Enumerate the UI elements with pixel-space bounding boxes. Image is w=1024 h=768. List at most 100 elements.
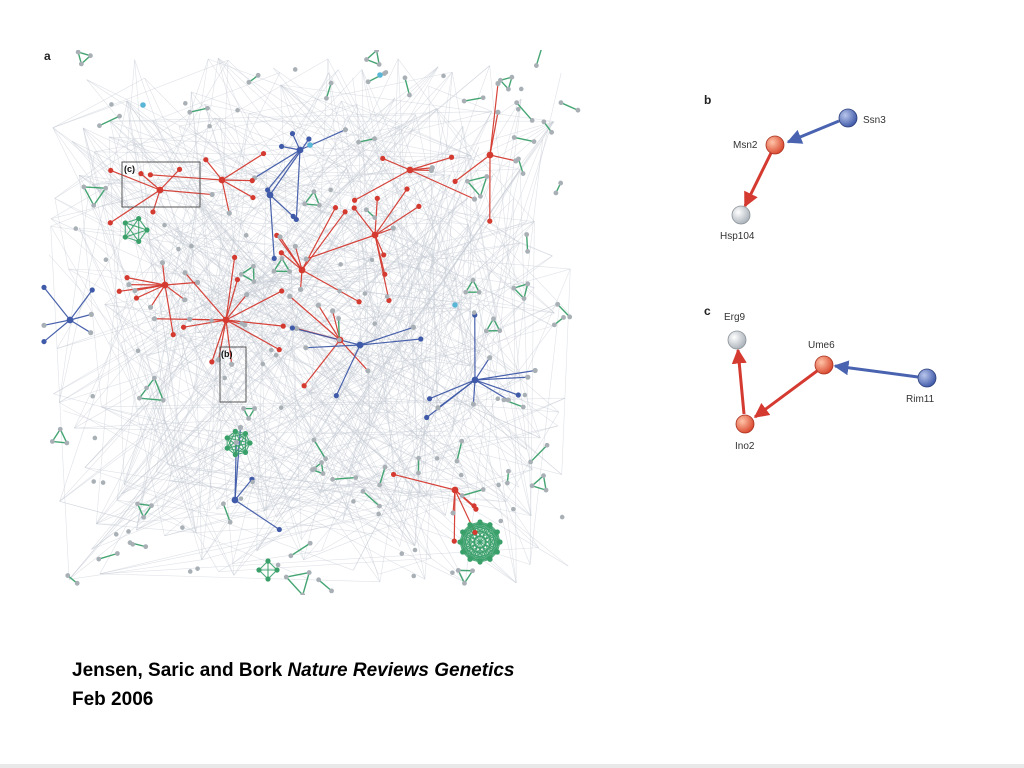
grey-node [407, 92, 412, 98]
background-edge [217, 58, 247, 173]
background-edge [217, 58, 418, 244]
red-edge [409, 169, 475, 200]
green-edge [318, 579, 333, 592]
background-edge [378, 557, 432, 575]
blue-edge [429, 379, 476, 400]
background-edge [249, 71, 453, 114]
grey-node [558, 180, 564, 186]
grey-node [402, 75, 408, 81]
background-edge [116, 273, 279, 501]
grey-node [511, 135, 517, 140]
red-node [250, 194, 256, 201]
red-node [195, 279, 201, 286]
background-edge [415, 190, 437, 235]
grey-node [92, 435, 98, 441]
grey-node [497, 328, 503, 334]
grey-node [372, 136, 377, 142]
red-edge [303, 339, 341, 387]
green-clique-edge [234, 431, 246, 453]
background-edge [175, 108, 438, 239]
green-edge [404, 77, 411, 96]
background-edge [110, 111, 492, 122]
green-clique-edge [469, 524, 498, 533]
grey-node [558, 100, 564, 106]
blue-edge [43, 319, 71, 326]
red-node [280, 323, 286, 329]
node-erg9 [727, 330, 747, 350]
red-node [301, 383, 307, 389]
red-node [234, 276, 241, 283]
grey-node [306, 570, 312, 575]
blue-node [41, 338, 47, 345]
grey-node [180, 525, 185, 530]
grey-node [459, 493, 465, 498]
background-edge [232, 302, 560, 564]
background-edge [561, 269, 571, 475]
green-clique-edge [469, 531, 498, 560]
background-edge [246, 172, 368, 263]
green-clique-node [224, 445, 230, 451]
grey-node [222, 375, 228, 381]
background-edge [54, 103, 205, 199]
red-node [381, 252, 387, 258]
background-edge [52, 59, 229, 128]
background-edge [277, 267, 371, 275]
background-edge [379, 72, 453, 500]
red-edge [211, 319, 227, 363]
background-edge [451, 72, 532, 516]
blue-hub-node [66, 316, 74, 324]
grey-node [103, 185, 109, 191]
grey-node [114, 551, 120, 556]
background-edge [341, 100, 472, 157]
grey-node [506, 86, 511, 92]
background-edge [357, 198, 514, 357]
background-edge [452, 286, 474, 432]
grey-node [501, 397, 507, 403]
red-node [150, 209, 156, 215]
blue-edge [234, 499, 280, 531]
citation-line-1: Jensen, Saric and Bork Nature Reviews Ge… [72, 656, 514, 685]
background-edge [71, 140, 432, 559]
blue-edge [474, 379, 509, 401]
background-edge [121, 302, 560, 495]
grey-node [533, 63, 539, 68]
red-edge [152, 189, 161, 213]
background-edge [54, 198, 242, 304]
grey-node [75, 50, 81, 55]
background-edge [58, 100, 128, 403]
green-clique-node [122, 234, 128, 240]
background-edge [282, 325, 525, 379]
blue-edge [254, 149, 301, 179]
red-node [182, 270, 188, 276]
background-edge [68, 469, 209, 580]
grey-node [496, 482, 501, 488]
background-edge [125, 100, 428, 497]
grey-node [195, 566, 200, 571]
red-edge [374, 234, 385, 256]
label-rim11: Rim11 [906, 394, 935, 405]
red-edge [150, 174, 223, 181]
red-edge [409, 156, 452, 171]
background-edge [529, 302, 561, 565]
background-edge [298, 261, 368, 309]
blue-node [333, 393, 339, 399]
grey-node [287, 269, 292, 274]
green-clique-edge [459, 531, 498, 543]
red-node [356, 299, 362, 305]
red-edge [279, 236, 303, 271]
grey-node [470, 568, 475, 574]
green-edge [325, 82, 332, 99]
background-edge [193, 388, 330, 504]
background-edge [52, 100, 128, 128]
background-edge [355, 111, 493, 348]
red-node [279, 288, 285, 294]
background-edge [347, 147, 480, 473]
green-clique-node [144, 227, 150, 233]
background-edge [513, 198, 517, 583]
background-edge [48, 254, 260, 490]
blue-node [435, 405, 441, 411]
grey-node [476, 289, 482, 295]
background-edge [212, 284, 276, 306]
green-edge [51, 428, 61, 442]
background-edge [429, 333, 559, 427]
